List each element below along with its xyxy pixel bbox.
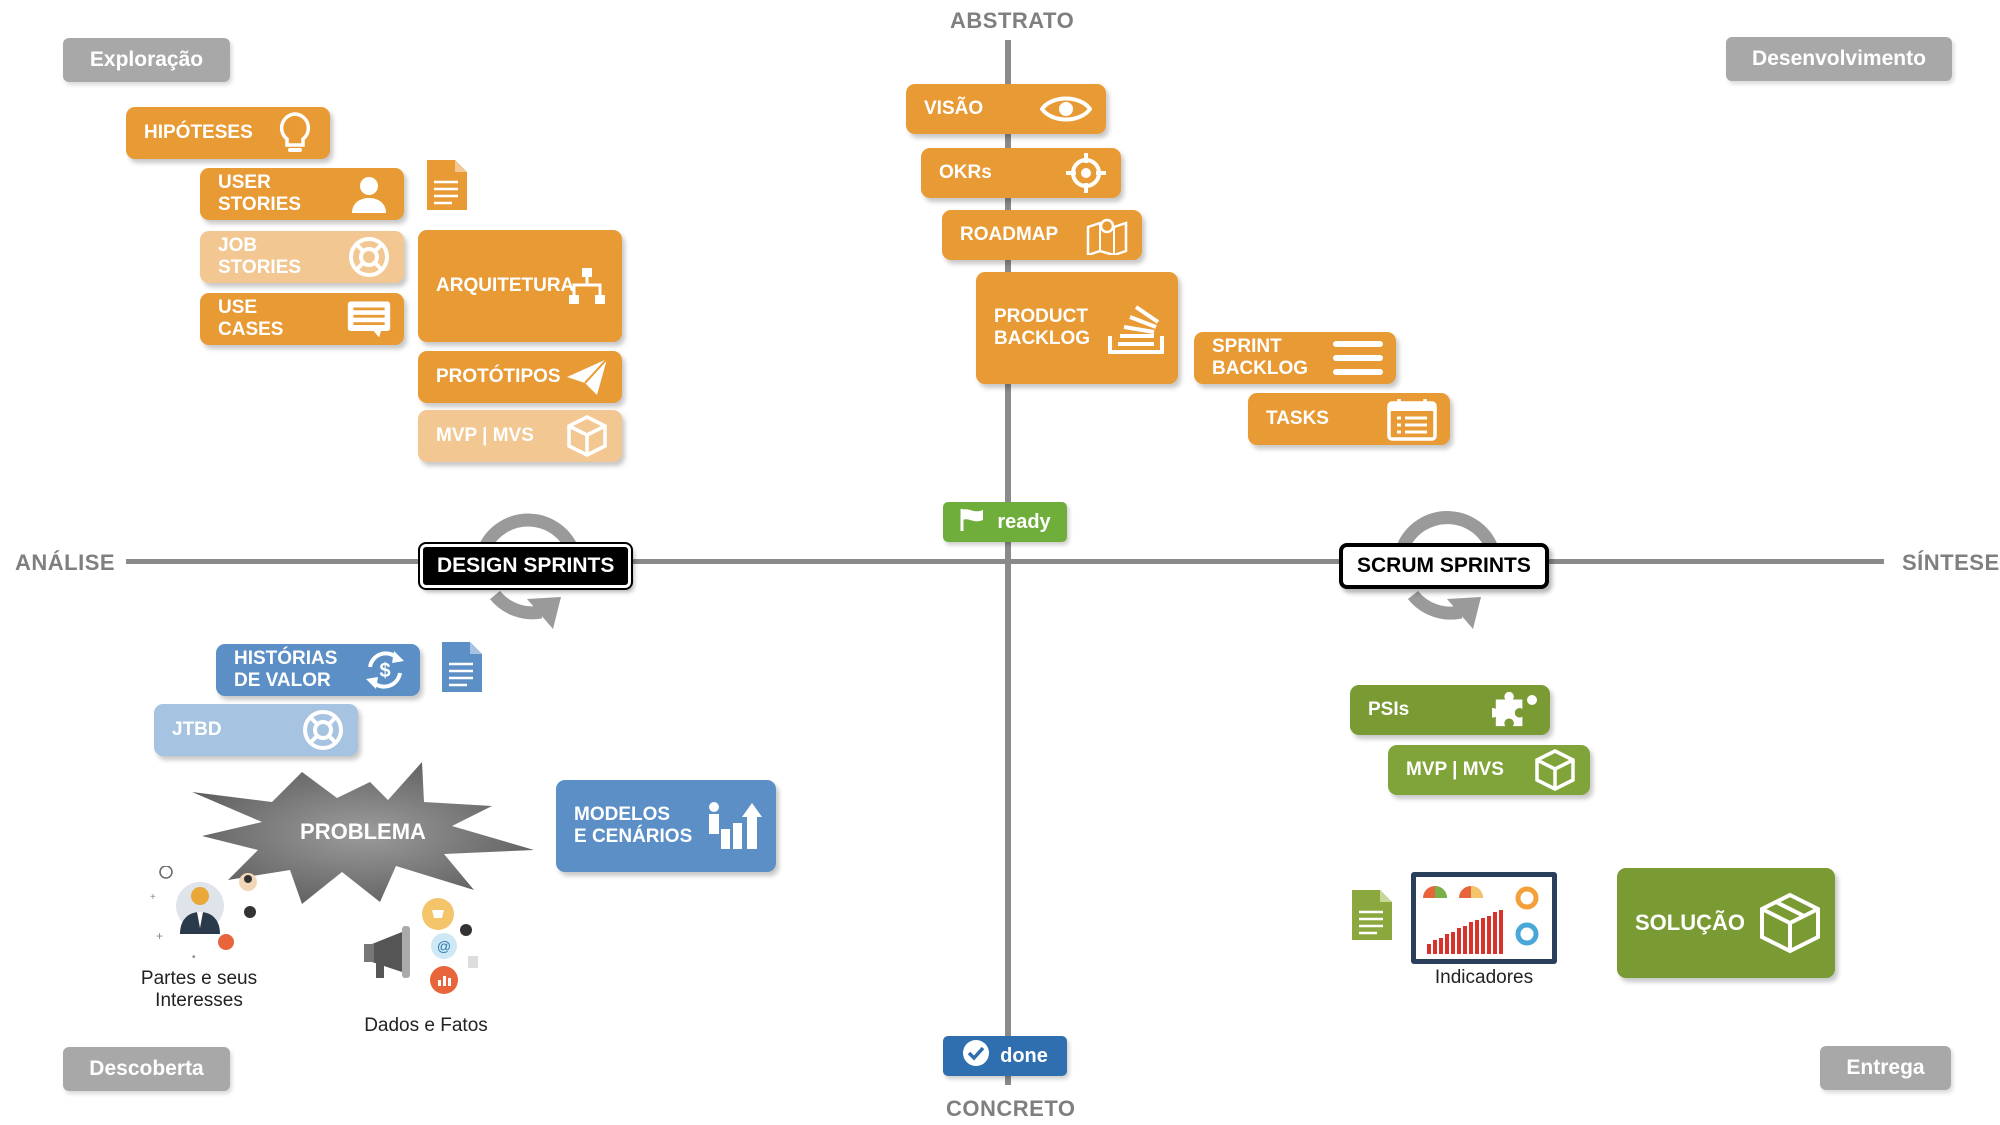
box-icon <box>564 413 610 459</box>
caption-text: Partes e seus Interesses <box>140 968 258 1011</box>
package-icon <box>1757 890 1823 956</box>
check-circle-icon <box>962 1039 990 1073</box>
document-icon <box>440 640 484 694</box>
card-hipoteses: HIPÓTESES <box>126 107 330 159</box>
cycle-arrow-icon <box>455 495 595 635</box>
stack-icon <box>1106 300 1166 356</box>
indicadores-caption: Indicadores <box>1434 967 1534 988</box>
hierarchy-icon <box>564 263 610 309</box>
card-label: MVP | MVS <box>436 425 534 446</box>
card-product-backlog: PRODUCT BACKLOG <box>976 272 1178 384</box>
scrum-sprints-label: SCRUM SPRINTS <box>1339 543 1549 589</box>
card-sprint-backlog: SPRINT BACKLOG <box>1194 332 1396 384</box>
user-icon <box>346 171 392 217</box>
axis-label-bottom: CONCRETO <box>946 1096 1076 1121</box>
svg-text:$: $ <box>379 660 390 682</box>
megaphone-illustration: @ <box>362 896 490 1000</box>
card-label: JOB STORIES <box>218 235 302 278</box>
card-job-stories: JOB STORIES <box>200 231 404 283</box>
card-label: JTBD <box>172 719 222 740</box>
cycle-arrow-icon <box>1377 495 1517 635</box>
card-label: SPRINT BACKLOG <box>1212 336 1309 379</box>
lifebuoy-icon <box>300 707 346 753</box>
card-mvp-mvs-entrega: MVP | MVS <box>1388 745 1590 795</box>
card-label: PRODUCT BACKLOG <box>994 306 1091 349</box>
card-label: SOLUÇÃO <box>1635 910 1745 935</box>
card-label: USE CASES <box>218 297 284 340</box>
problema-label: PROBLEMA <box>300 819 426 844</box>
partes-caption: Partes e seus Interesses <box>124 968 274 1012</box>
card-label: VISÃO <box>924 98 984 119</box>
document-icon <box>425 158 469 212</box>
target-icon <box>1063 150 1109 196</box>
done-status: done <box>943 1036 1067 1076</box>
ready-status: ready <box>943 502 1067 542</box>
svg-text:•: • <box>192 952 196 963</box>
quadrant-label-exploracao: Exploração <box>63 38 230 82</box>
axis-label-right: SÍNTESE <box>1902 550 2000 575</box>
card-mvp-mvs-exploracao: MVP | MVS <box>418 410 622 462</box>
card-label: ARQUITETURA <box>436 275 575 296</box>
document-icon <box>1350 888 1394 942</box>
card-label: USER STORIES <box>218 172 302 215</box>
card-okrs: OKRs <box>921 148 1121 198</box>
card-label: PSIs <box>1368 699 1410 720</box>
paper-plane-icon <box>564 354 610 400</box>
card-label: HIPÓTESES <box>144 122 253 143</box>
puzzle-icon <box>1492 687 1538 733</box>
vertical-axis <box>1005 40 1011 1085</box>
lifebuoy-icon <box>346 234 392 280</box>
card-label: HISTÓRIAS DE VALOR <box>234 648 338 691</box>
quadrant-label-entrega: Entrega <box>1820 1046 1951 1090</box>
card-jtbd: JTBD <box>154 704 358 756</box>
eye-icon <box>1038 86 1094 132</box>
card-solucao: SOLUÇÃO <box>1617 868 1835 978</box>
flag-icon <box>959 507 987 537</box>
quadrant-label-desenvolvimento: Desenvolvimento <box>1726 37 1952 81</box>
dados-caption: Dados e Fatos <box>364 1015 488 1036</box>
lightbulb-icon <box>272 110 318 156</box>
card-roadmap: ROADMAP <box>942 210 1142 260</box>
axis-label-left: ANÁLISE <box>15 550 116 575</box>
svg-text:+: + <box>150 892 156 903</box>
card-use-cases: USE CASES <box>200 293 404 345</box>
svg-text:+: + <box>156 929 163 943</box>
growth-chart-icon <box>704 800 764 852</box>
card-user-stories: USER STORIES <box>200 168 404 220</box>
ready-label: ready <box>997 510 1051 533</box>
document-lines-icon <box>346 296 392 342</box>
card-label: MVP | MVS <box>1406 759 1504 780</box>
svg-text:@: @ <box>437 938 451 954</box>
card-label: ROADMAP <box>960 224 1059 245</box>
map-icon <box>1084 212 1130 258</box>
dollar-cycle-icon: $ <box>362 647 408 693</box>
card-historias-de-valor: HISTÓRIAS DE VALOR $ <box>216 644 420 696</box>
box-icon <box>1532 747 1578 793</box>
quadrant-label-descoberta: Descoberta <box>63 1047 230 1091</box>
done-label: done <box>1000 1044 1048 1067</box>
card-tasks: TASKS <box>1248 393 1450 445</box>
stakeholders-illustration: + + • <box>140 865 270 966</box>
design-sprints-label: DESIGN SPRINTS <box>420 544 632 588</box>
explosion-problema: PROBLEMA <box>192 762 534 904</box>
axis-label-top: ABSTRATO <box>950 8 1075 33</box>
card-modelos-cenarios: MODELOS E CENÁRIOS <box>556 780 776 872</box>
card-psis: PSIs <box>1350 685 1550 735</box>
card-label: OKRs <box>939 162 992 183</box>
card-arquitetura: ARQUITETURA <box>418 230 622 342</box>
list-icon <box>1332 335 1384 381</box>
card-visao: VISÃO <box>906 84 1106 134</box>
card-label: PROTÓTIPOS <box>436 366 561 387</box>
calendar-icon <box>1386 396 1438 442</box>
card-prototipos: PROTÓTIPOS <box>418 351 622 403</box>
card-label: MODELOS E CENÁRIOS <box>574 804 693 847</box>
card-label: TASKS <box>1266 408 1329 429</box>
dashboard-illustration <box>1411 872 1557 964</box>
